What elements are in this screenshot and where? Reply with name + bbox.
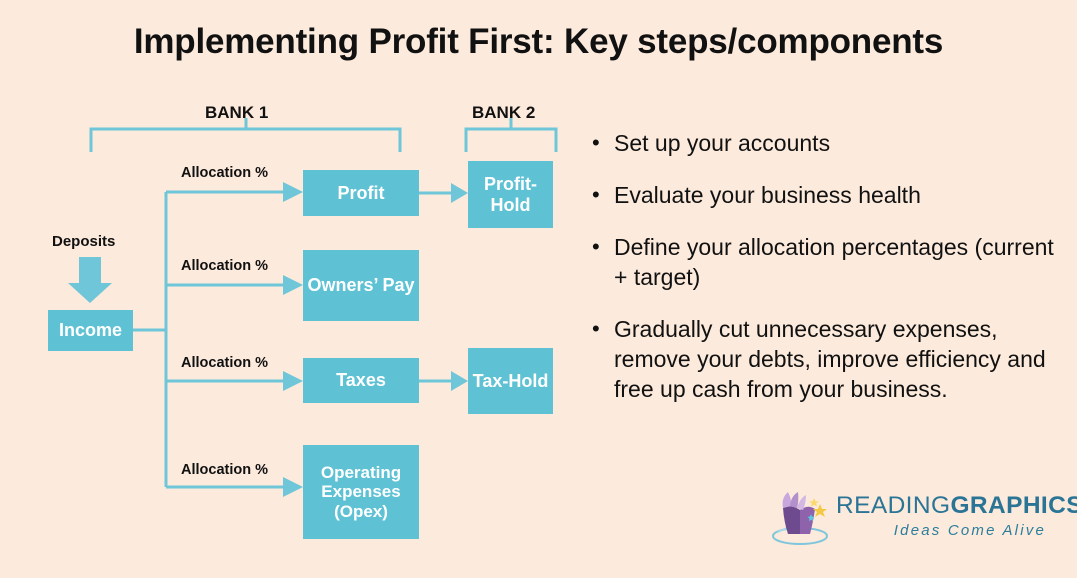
allocation-label-opex: Allocation %	[181, 462, 269, 478]
logo-tagline: Ideas Come Alive	[893, 522, 1046, 539]
bank2-label: BANK 2	[472, 103, 536, 122]
bullet-marker-icon: •	[592, 316, 600, 341]
diagram-connectors	[68, 118, 558, 497]
list-item-text: Evaluate your business health	[614, 182, 921, 208]
list-item-text: Define your allocation percentages (curr…	[614, 234, 1054, 290]
page-title: Implementing Profit First: Key steps/com…	[133, 22, 944, 61]
deposits-label: Deposits	[52, 233, 116, 250]
list-item: • Define your allocation percentages (cu…	[592, 232, 1062, 292]
allocation-label-owners-pay: Allocation %	[181, 258, 269, 274]
readingraphics-logo: READINGGRAPHICS Ideas Come Alive	[770, 488, 1077, 550]
list-item-text: Set up your accounts	[614, 130, 831, 156]
logo-word-graphics: GRAPHICS	[950, 492, 1077, 519]
arrowhead-taxes	[283, 371, 303, 391]
arrowhead-tax-hold	[451, 371, 468, 391]
bank2-bracket	[464, 127, 558, 152]
node-owners-pay: Owners’ Pay	[303, 250, 419, 321]
allocation-label-taxes: Allocation %	[181, 355, 269, 371]
list-item-text: Gradually cut unnecessary expenses, remo…	[614, 316, 1046, 402]
key-steps-list: • Set up your accounts • Evaluate your b…	[592, 128, 1062, 426]
list-item: • Set up your accounts	[592, 128, 1062, 158]
node-income: Income	[48, 310, 133, 351]
list-item: • Gradually cut unnecessary expenses, re…	[592, 314, 1062, 404]
arrowhead-owners	[283, 275, 303, 295]
arrowhead-profit-hold	[451, 183, 468, 203]
node-taxes: Taxes	[303, 358, 419, 403]
bullet-marker-icon: •	[592, 130, 600, 155]
list-item: • Evaluate your business health	[592, 180, 1062, 210]
bank1-bracket	[89, 127, 402, 152]
allocation-label-profit: Allocation %	[181, 165, 269, 181]
arrowhead-opex	[283, 477, 303, 497]
arrowheads	[283, 182, 468, 497]
logo-word-reading: READING	[836, 492, 951, 519]
deposits-arrow	[68, 257, 112, 303]
node-profit: Profit	[303, 170, 419, 216]
arrowhead-profit	[283, 182, 303, 202]
bullet-marker-icon: •	[592, 182, 600, 207]
bank1-label: BANK 1	[205, 103, 269, 122]
open-book-icon	[770, 490, 832, 548]
flow-diagram: BANK 1 BANK 2 Deposits Allocation % Allo…	[48, 103, 558, 539]
node-operating-expenses: Operating Expenses (Opex)	[303, 445, 419, 539]
logo-wordmark: READINGGRAPHICS Ideas Come Alive	[836, 492, 1077, 539]
node-tax-hold: Tax-Hold	[468, 348, 553, 414]
node-profit-hold: Profit-Hold	[468, 161, 553, 228]
bullet-marker-icon: •	[592, 234, 600, 259]
